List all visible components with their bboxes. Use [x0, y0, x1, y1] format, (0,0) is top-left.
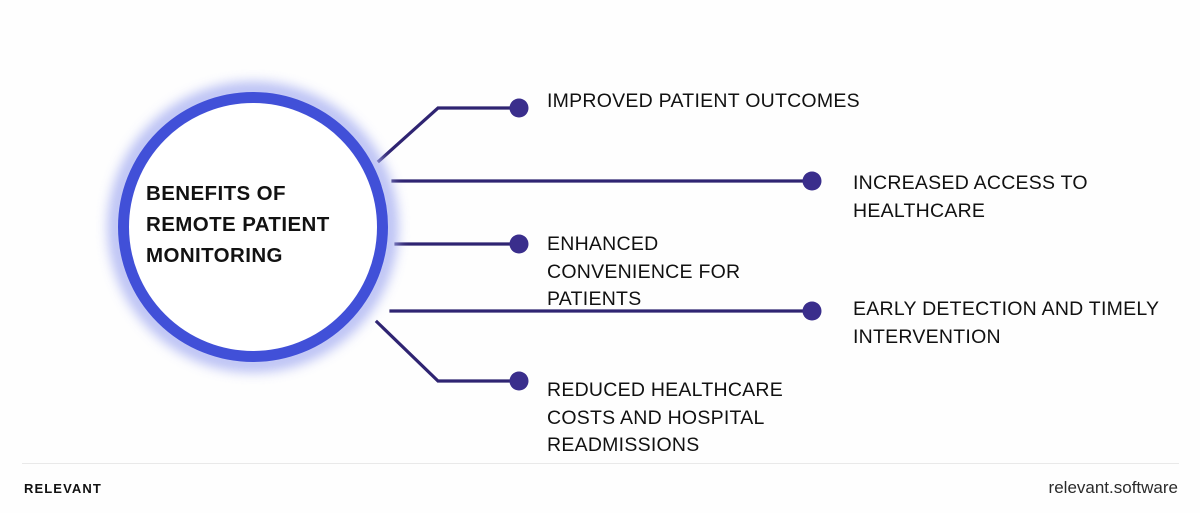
connector-dot-2 — [802, 171, 822, 191]
connector-dot-1 — [509, 98, 529, 118]
central-hub: BENEFITS OF REMOTE PATIENT MONITORING — [108, 82, 398, 372]
benefit-label-5: REDUCED HEALTHCARE COSTS AND HOSPITAL RE… — [547, 379, 784, 457]
connector-dot-3 — [509, 234, 529, 254]
hub-title: BENEFITS OF REMOTE PATIENT MONITORING — [146, 182, 330, 268]
benefit-label-1: IMPROVED PATIENT OUTCOMES — [547, 90, 860, 112]
connector-path-5 — [374, 319, 521, 383]
brand-wordmark: RELEVANT — [24, 481, 102, 496]
connector-path-1 — [376, 106, 521, 164]
benefit-label-3: ENHANCED CONVENIENCE FOR PATIENTS — [547, 233, 741, 311]
benefit-label-4: EARLY DETECTION AND TIMELY INTERVENTION — [853, 298, 1159, 348]
benefit-label-2: INCREASED ACCESS TO HEALTHCARE — [853, 172, 1088, 222]
connector-dot-5 — [509, 371, 529, 391]
footer-divider — [22, 463, 1179, 464]
website-url: relevant.software — [1048, 478, 1178, 497]
hub-circle-ring — [118, 92, 388, 362]
